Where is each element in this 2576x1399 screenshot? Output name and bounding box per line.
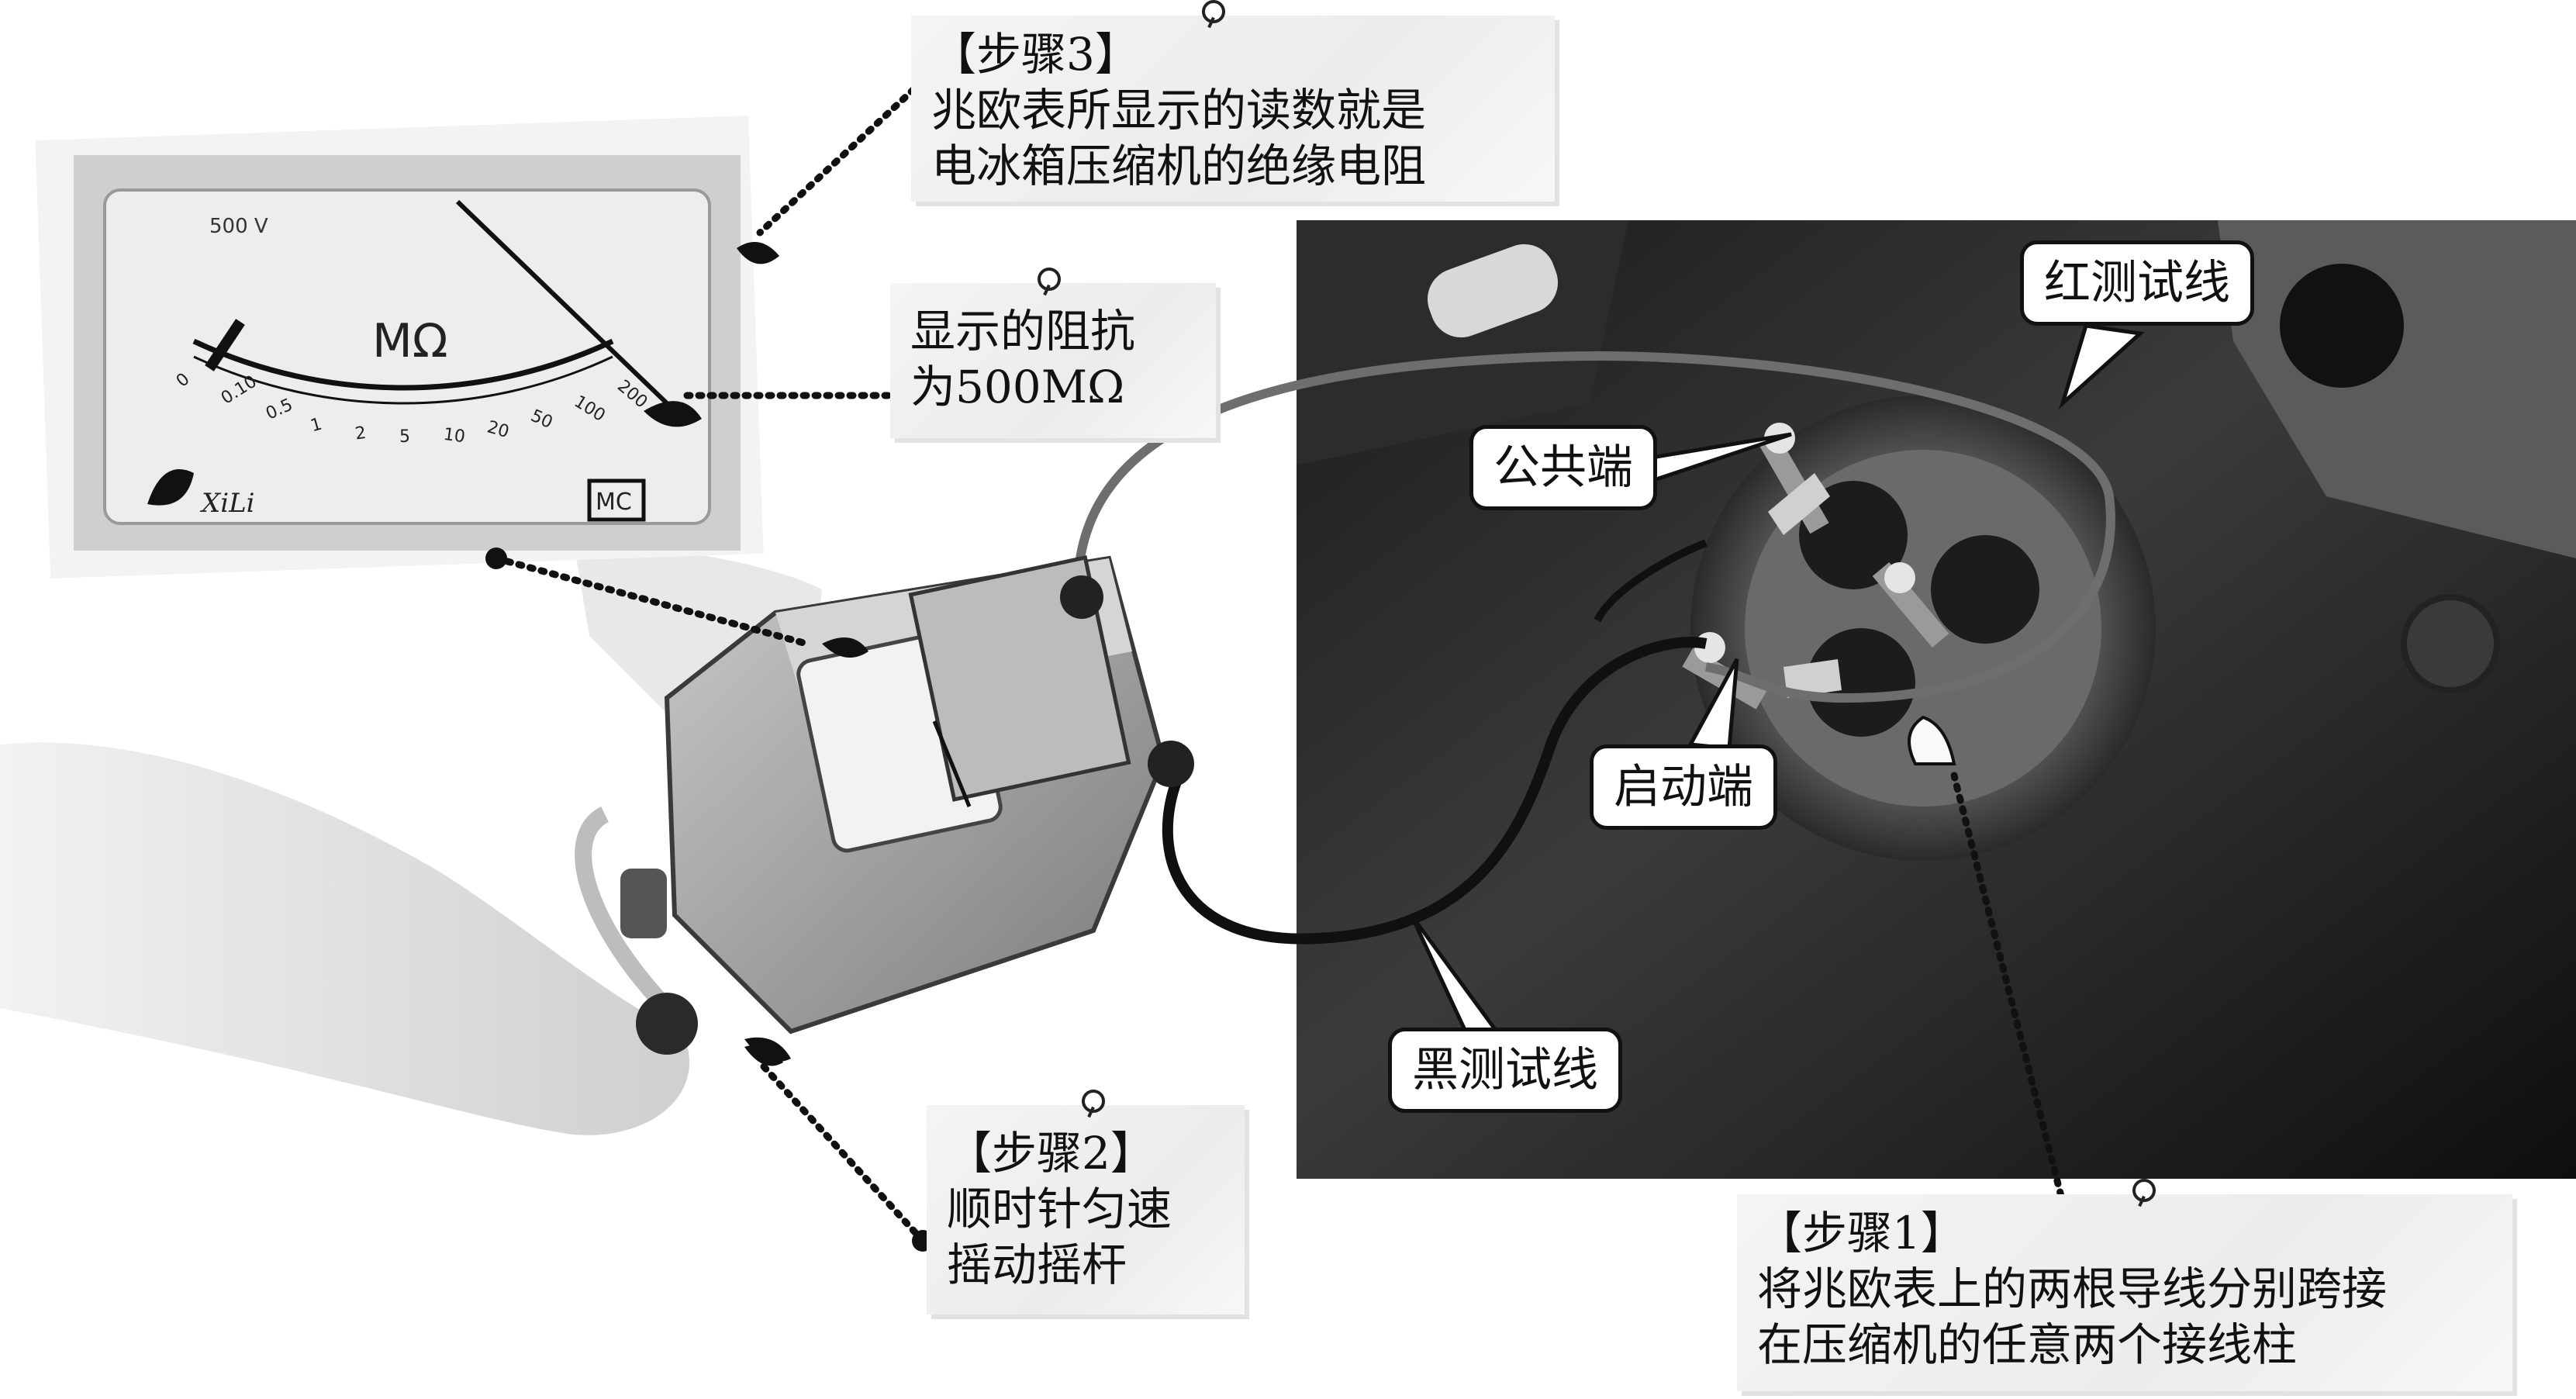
step1-line-2: 在压缩机的任意两个接线柱 <box>1757 1318 2298 1371</box>
megohmmeter-device <box>0 543 1194 1135</box>
note-step2: 【步骤2】 顺时针匀速 摇动摇杆 <box>927 1090 1245 1314</box>
reading-line-2: 为500MΩ <box>910 361 1125 413</box>
step2-title: 【步骤2】 <box>947 1127 1155 1180</box>
meter-unit-label: MΩ <box>372 314 448 368</box>
meter-tick-6: 10 <box>442 425 466 447</box>
step3-title: 【步骤3】 <box>931 28 1140 81</box>
step2-line-2: 摇动摇杆 <box>947 1238 1127 1291</box>
note-reading: 显示的阻抗 为500MΩ <box>890 268 1216 438</box>
label-start-terminal: 启动端 <box>1590 744 1777 830</box>
note-pointers <box>737 242 783 1066</box>
red-test-lead <box>1073 351 2115 703</box>
meter-tick-5: 5 <box>399 427 410 447</box>
meter-mark-label: MC <box>596 489 632 516</box>
meter-closeup <box>35 116 764 579</box>
meter-voltage-label: 500 V <box>209 215 268 238</box>
reading-line-1: 显示的阻抗 <box>910 305 1136 358</box>
bubble-tails <box>1409 323 2145 1034</box>
step3-line-1: 兆欧表所显示的读数就是 <box>931 84 1427 136</box>
label-common-terminal: 公共端 <box>1469 425 1657 510</box>
note-step3: 【步骤3】 兆欧表所显示的读数就是 电冰箱压缩机的绝缘电阻 <box>911 0 1555 202</box>
meter-tick-3: 1 <box>309 415 324 437</box>
step2-line-1: 顺时针匀速 <box>947 1183 1172 1235</box>
step1-line-1: 将兆欧表上的两根导线分别跨接 <box>1757 1263 2388 1315</box>
black-test-lead <box>1162 637 1708 945</box>
label-red-test-lead: 红测试线 <box>2020 240 2254 326</box>
step1-title: 【步骤1】 <box>1757 1207 1966 1259</box>
meter-brand-label: XiLi <box>199 488 255 519</box>
step3-line-2: 电冰箱压缩机的绝缘电阻 <box>931 140 1427 192</box>
note-step1: 【步骤1】 将兆欧表上的两根导线分别跨接 在压缩机的任意两个接线柱 <box>1737 1179 2512 1391</box>
label-black-test-lead: 黑测试线 <box>1388 1028 1622 1113</box>
meter-tick-4: 2 <box>354 423 367 444</box>
leader-lines <box>485 63 2077 1252</box>
